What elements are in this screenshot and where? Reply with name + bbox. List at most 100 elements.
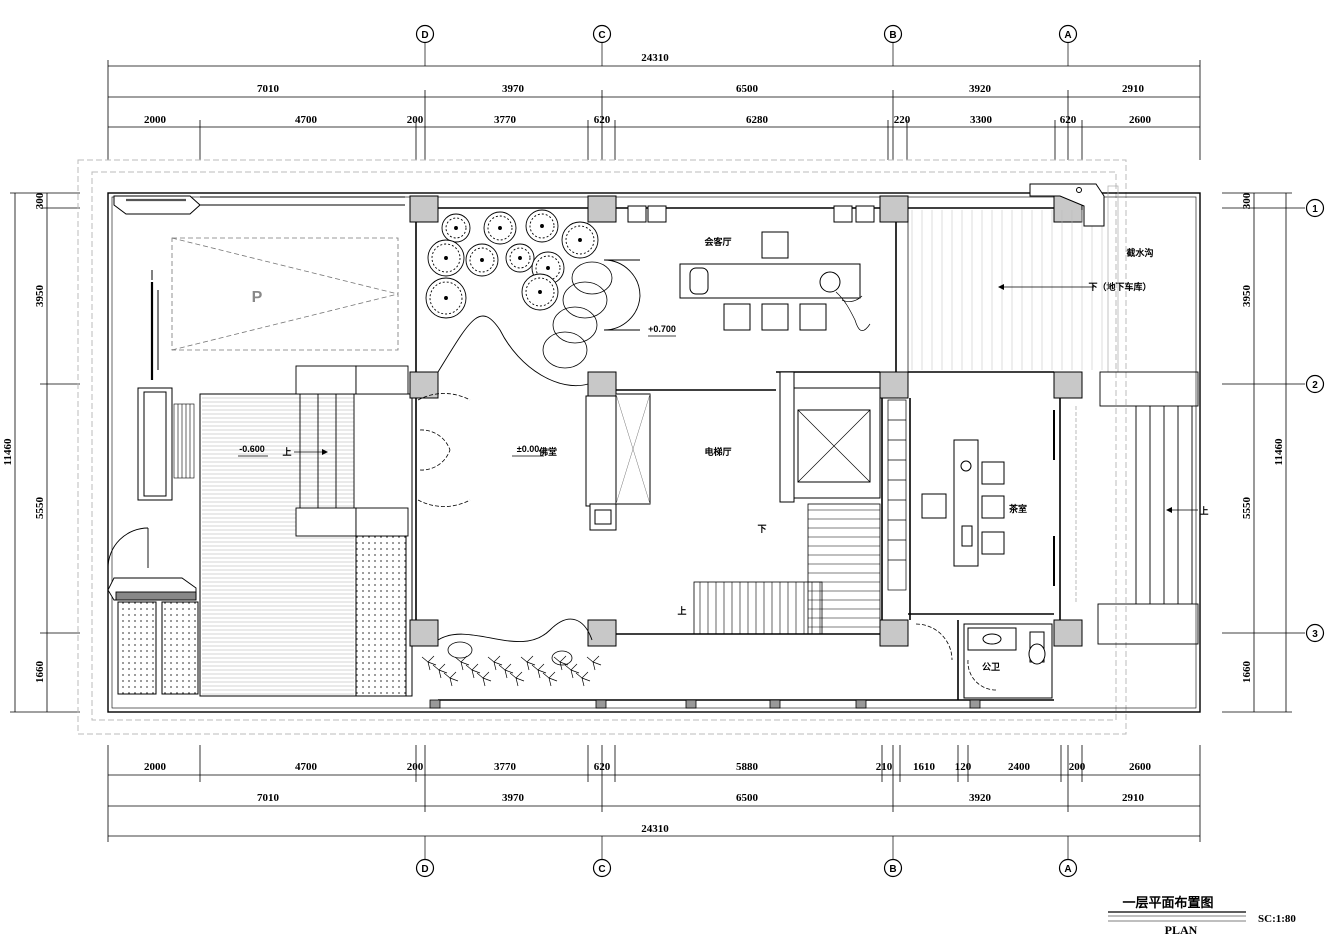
top-dim-r2-6: 6280 <box>746 114 769 126</box>
bottom-total-dim: 24310 <box>641 823 669 835</box>
bottom-dim-r1-10: 2400 <box>1008 761 1031 773</box>
left-stairs <box>295 365 409 537</box>
tea-room-furniture <box>921 439 1005 567</box>
right-dim-4: 1660 <box>1241 661 1253 684</box>
left-dim-4: 1660 <box>34 661 46 684</box>
left-total-dim: 11460 <box>2 438 14 465</box>
top-dim-r2-10: 2600 <box>1129 114 1152 126</box>
bottom-windows <box>429 699 981 709</box>
room-tea-room: 茶室 <box>1008 503 1027 515</box>
level-minus-0600: -0.600 <box>239 444 265 454</box>
bottom-dim-r1-9: 120 <box>955 761 972 773</box>
axis-top-d: D <box>421 30 428 41</box>
bonsai-plant <box>835 291 871 331</box>
garden-paths <box>437 315 593 643</box>
guest-hall-door <box>603 259 641 331</box>
drain-label: 截水沟 <box>1126 247 1153 259</box>
bottom-dim-r1-11: 200 <box>1069 761 1086 773</box>
buddha-hall-doors <box>417 393 471 507</box>
right-total-dim: 11460 <box>1273 438 1285 465</box>
room-elevator-hall: 电梯厅 <box>704 446 731 458</box>
elevator-side-panels <box>887 399 907 591</box>
top-left-wall <box>113 195 405 215</box>
top-dim-r2-3: 200 <box>407 114 424 126</box>
axis-bottom-d: D <box>421 864 428 875</box>
top-dim-5: 2910 <box>1122 83 1145 95</box>
right-dimensions <box>1222 192 1305 713</box>
top-dim-r2-7: 220 <box>894 114 911 126</box>
down-label-stairs: 下 <box>757 524 766 535</box>
bottom-dim-r1-2: 4700 <box>295 761 318 773</box>
main-stair-treads <box>699 509 880 634</box>
outer-walls <box>107 192 1201 713</box>
top-dim-r2-5: 620 <box>594 114 611 126</box>
right-axis-bubbles <box>1305 198 1325 643</box>
axis-top-a: A <box>1064 30 1071 41</box>
top-total-dim: 24310 <box>641 52 669 64</box>
bottom-dim-r2-1: 7010 <box>257 792 280 804</box>
room-buddha-hall: 佛堂 <box>538 446 557 458</box>
left-water-feature <box>137 270 173 501</box>
right-entrance <box>1097 371 1199 645</box>
top-dim-3: 6500 <box>736 83 759 95</box>
site-boundary <box>77 159 1127 735</box>
right-dim-3: 5550 <box>1241 497 1253 520</box>
bottom-dim-r2-3: 6500 <box>736 792 759 804</box>
level-zero: ±0.00 <box>517 444 539 454</box>
drawing-scale: SC:1:80 <box>1258 913 1296 925</box>
axis-right-1: 1 <box>1312 204 1318 215</box>
left-dim-1: 300 <box>34 192 46 209</box>
left-dimensions <box>10 192 80 713</box>
left-entrance <box>107 527 197 601</box>
bottom-dim-r2-2: 3970 <box>502 792 525 804</box>
wc-door <box>915 623 997 691</box>
top-dim-row2: 2000 4700 200 3770 620 6280 220 3300 620… <box>144 114 1152 126</box>
room-public-wc: 公卫 <box>982 662 1000 673</box>
left-deck-stripes <box>202 397 354 695</box>
garage-ramp-lines <box>911 210 1103 370</box>
top-dim-r2-2: 4700 <box>295 114 318 126</box>
bottom-axis-bubbles <box>415 858 1078 878</box>
axis-top-c: C <box>598 30 605 41</box>
left-dim-3: 5550 <box>34 497 46 520</box>
axis-bottom-b: B <box>889 864 896 875</box>
room-guest-hall: 会客厅 <box>704 236 731 248</box>
top-dim-r2-1: 2000 <box>144 114 167 126</box>
bottom-dim-r2-4: 3920 <box>969 792 992 804</box>
bottom-dim-r2-5: 2910 <box>1122 792 1145 804</box>
top-axis-bubbles <box>415 24 1078 44</box>
public-wc <box>963 623 1053 699</box>
courtyard-garden <box>425 209 599 319</box>
axis-bottom-c: C <box>598 864 605 875</box>
axis-right-2: 2 <box>1312 380 1318 391</box>
top-dim-r2-9: 620 <box>1060 114 1077 126</box>
level-plus-0700: +0.700 <box>648 324 676 334</box>
axis-bottom-a: A <box>1064 864 1071 875</box>
main-stairs <box>693 503 881 635</box>
top-dim-1: 7010 <box>257 83 280 95</box>
bottom-dim-r1-5: 620 <box>594 761 611 773</box>
guest-hall-furniture <box>627 205 875 331</box>
bottom-dim-r1-7: 210 <box>876 761 893 773</box>
stepping-stones <box>447 261 613 666</box>
top-dim-row1: 7010 3970 6500 3920 2910 <box>257 83 1145 95</box>
bottom-dimensions <box>107 745 1201 842</box>
up-label-stairs: 上 <box>677 605 686 617</box>
bottom-dim-r1-3: 200 <box>407 761 424 773</box>
parking-area <box>171 237 399 351</box>
bottom-dim-r1-12: 2600 <box>1129 761 1152 773</box>
left-small-steps <box>173 403 195 479</box>
down-to-garage-label: 下（地下车库） <box>1088 281 1151 293</box>
top-dim-2: 3970 <box>502 83 525 95</box>
bottom-dim-r1-6: 5880 <box>736 761 759 773</box>
drawing-title: 一层平面布置图 <box>1122 895 1213 911</box>
bottom-dim-row2: 7010 3970 6500 3920 2910 <box>257 792 1145 804</box>
right-dim-1: 300 <box>1241 192 1253 209</box>
left-dim-2: 3950 <box>34 285 46 308</box>
top-dim-4: 3920 <box>969 83 992 95</box>
bottom-dim-r1-1: 2000 <box>144 761 167 773</box>
top-right-corner <box>1029 183 1105 227</box>
right-dim-2: 3950 <box>1241 285 1253 308</box>
up-label-left: 上 <box>282 446 291 458</box>
